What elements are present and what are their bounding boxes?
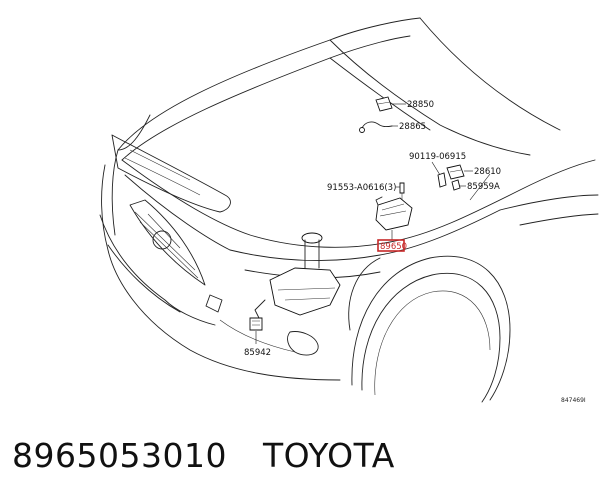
- washer-tank: [254, 232, 341, 321]
- headlight: [111, 134, 231, 213]
- brand-name: TOYOTA: [262, 435, 395, 475]
- grille: [99, 199, 216, 326]
- front-body-outline: [101, 149, 596, 381]
- callout-85942: 85942: [244, 348, 271, 358]
- callout-85959a: 85959A: [467, 182, 500, 192]
- part-28850: 28850: [375, 96, 434, 112]
- callout-90119: 90119-06915: [409, 152, 466, 162]
- callout-28850: 28850: [407, 100, 434, 110]
- part-number: 8965053010: [12, 435, 227, 475]
- parts-diagram: 85942 28850 28865 90119-06915 28610 8595…: [99, 17, 599, 404]
- callout-91553: 91553-A0616(3): [327, 183, 396, 193]
- ref-code: 847469I: [561, 397, 586, 404]
- part-91553: 91553-A0616(3): [327, 182, 405, 200]
- part-85942: 85942: [244, 317, 271, 358]
- callout-28610: 28610: [474, 167, 501, 177]
- highlight-box: [377, 239, 405, 252]
- part-85959a: 85959A: [451, 179, 500, 192]
- hood-outline: [117, 17, 561, 161]
- wheel: [351, 194, 599, 403]
- callout-89650: 89650: [380, 242, 407, 252]
- part-90119: 90119-06915: [409, 152, 466, 188]
- bumper-vents: [205, 294, 319, 356]
- part-28865: 28865: [359, 121, 426, 133]
- callout-28865: 28865: [399, 122, 426, 132]
- part-28610: 28610: [446, 164, 501, 201]
- part-89650-sensor: 89650: [375, 196, 413, 252]
- caption: 8965053010 TOYOTA: [12, 430, 395, 480]
